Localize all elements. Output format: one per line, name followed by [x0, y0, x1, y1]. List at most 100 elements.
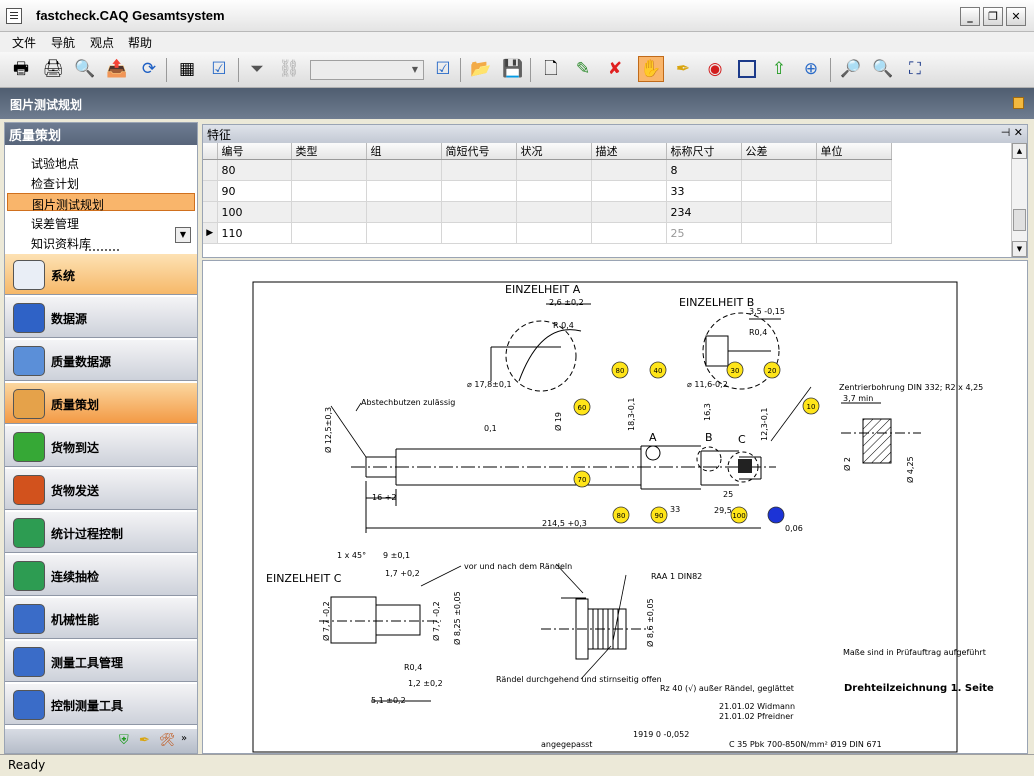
nav-button[interactable]: 连续抽检	[5, 554, 197, 596]
table-cell[interactable]: 25	[666, 222, 742, 244]
inspection-balloon[interactable]: 90	[650, 506, 668, 524]
nav-button[interactable]: 货物到达	[5, 425, 197, 467]
nav-button[interactable]: 质量数据源	[5, 339, 197, 381]
nav-button[interactable]: 统计过程控制	[5, 511, 197, 553]
table-cell[interactable]	[591, 180, 667, 202]
table-cell[interactable]	[291, 159, 367, 181]
nav-button[interactable]: 系统	[5, 253, 197, 295]
table-cell[interactable]	[591, 222, 667, 244]
table-cell[interactable]	[816, 159, 892, 181]
table-cell[interactable]	[441, 201, 517, 223]
table-cell[interactable]	[366, 159, 442, 181]
table-cell[interactable]	[291, 180, 367, 202]
table-cell[interactable]: 110	[217, 222, 292, 244]
table-cell[interactable]	[441, 159, 517, 181]
table-cell[interactable]	[366, 180, 442, 202]
table-cell[interactable]: 33	[666, 180, 742, 202]
current-row-indicator-icon[interactable]: ▶	[203, 222, 218, 244]
table-cell[interactable]	[366, 222, 442, 244]
column-header[interactable]: 类型	[291, 143, 367, 160]
rectangle-select-icon[interactable]	[734, 56, 760, 82]
table-cell[interactable]	[516, 180, 592, 202]
fit-page-icon[interactable]: ⛶	[909, 58, 921, 79]
table-cell[interactable]	[741, 222, 817, 244]
open-folder-icon[interactable]: 📂	[470, 58, 492, 79]
edit-document-icon[interactable]: ✎	[575, 58, 591, 79]
table-cell[interactable]	[516, 201, 592, 223]
chevron-down-icon[interactable]: ▼	[1012, 241, 1027, 257]
nav-button[interactable]: 数据源	[5, 296, 197, 338]
table-cell[interactable]	[516, 159, 592, 181]
column-header[interactable]: 编号	[217, 143, 292, 160]
print-preview-icon[interactable]: 🖨	[42, 58, 64, 79]
technical-drawing[interactable]: EINZELHEIT A EINZELHEIT B EINZELHEIT C Z…	[203, 261, 1028, 754]
row-header[interactable]	[203, 159, 218, 181]
nav-button[interactable]: 机械性能	[5, 597, 197, 639]
column-header[interactable]: 描述	[591, 143, 667, 160]
record-icon[interactable]: ◉	[707, 58, 723, 79]
checklist-icon[interactable]: ☑	[435, 58, 451, 79]
pin-icon[interactable]	[1013, 97, 1024, 109]
table-cell[interactable]	[741, 201, 817, 223]
nav-button[interactable]: 控制测量工具	[5, 683, 197, 725]
table-cell[interactable]: 90	[217, 180, 292, 202]
column-header[interactable]: 状况	[516, 143, 592, 160]
tool-icon[interactable]: 🛠	[159, 733, 176, 748]
menu-view[interactable]: 观点	[90, 36, 115, 50]
maximize-button[interactable]: ❐	[983, 7, 1003, 26]
menu-help[interactable]: 帮助	[128, 36, 153, 50]
row-header[interactable]	[203, 201, 218, 223]
table-cell[interactable]	[366, 201, 442, 223]
minimize-button[interactable]: _	[960, 7, 980, 26]
splitter-grip[interactable]	[85, 249, 119, 253]
table-cell[interactable]	[816, 222, 892, 244]
shield-icon[interactable]: ⛨	[119, 733, 129, 748]
column-header[interactable]: 简短代号	[441, 143, 517, 160]
nav-button[interactable]: 货物发送	[5, 468, 197, 510]
chevron-down-icon[interactable]: »	[181, 733, 188, 744]
move-up-icon[interactable]: ⇧	[771, 58, 787, 79]
drawing-view[interactable]: EINZELHEIT A EINZELHEIT B EINZELHEIT C Z…	[202, 260, 1028, 754]
print-icon[interactable]: 🖶	[12, 58, 30, 79]
sublist-item[interactable]: 知识资料库	[31, 237, 92, 251]
panel-pin-icon[interactable]: ⊣ ✕	[1000, 126, 1023, 139]
menu-navigation[interactable]: 导航	[51, 36, 76, 50]
inspection-balloon[interactable]: 10	[802, 397, 820, 415]
sublist-item[interactable]: 误差管理	[31, 217, 80, 231]
inspection-balloon[interactable]	[767, 506, 785, 524]
inspection-balloon[interactable]: 20	[763, 361, 781, 379]
table-cell[interactable]: 8	[666, 159, 742, 181]
column-header[interactable]: 组	[366, 143, 442, 160]
delete-icon[interactable]: ✘	[607, 58, 623, 79]
table-cell[interactable]: 100	[217, 201, 292, 223]
sublist-item[interactable]: 图片测试规划	[7, 193, 195, 212]
grid-scrollbar[interactable]: ▲ ▼	[1011, 143, 1027, 257]
refresh-icon[interactable]: ⟳	[141, 58, 157, 79]
sublist-item[interactable]: 检查计划	[31, 177, 80, 191]
table-row[interactable]: 90 33	[203, 180, 892, 202]
chevron-down-icon[interactable]: ▼	[175, 227, 191, 243]
scroll-thumb[interactable]	[1013, 209, 1026, 231]
column-header[interactable]: 公差	[741, 143, 817, 160]
close-button[interactable]: ✕	[1006, 7, 1026, 26]
table-cell[interactable]	[441, 180, 517, 202]
column-header[interactable]: 标称尺寸	[666, 143, 742, 160]
zoom-out-icon[interactable]: 🔍	[872, 58, 894, 79]
inspection-balloon[interactable]: 100	[730, 506, 748, 524]
save-icon[interactable]: 💾	[502, 58, 524, 79]
table-cell[interactable]	[591, 201, 667, 223]
zoom-window-icon[interactable]: ⊕	[803, 58, 819, 79]
table-cell[interactable]	[591, 159, 667, 181]
nav-button[interactable]: 测量工具管理	[5, 640, 197, 682]
inspection-balloon[interactable]: 30	[726, 361, 744, 379]
highlighter-icon[interactable]: ✒	[675, 58, 691, 79]
new-document-icon[interactable]: 🗋	[544, 58, 558, 79]
nav-button[interactable]: 质量策划	[5, 382, 197, 424]
chevron-up-icon[interactable]: ▲	[1012, 143, 1027, 159]
table-cell[interactable]: 234	[666, 201, 742, 223]
table-row[interactable]: ▶110 25	[203, 222, 892, 244]
table-cell[interactable]	[741, 180, 817, 202]
column-header[interactable]: 单位	[816, 143, 892, 160]
table-cell[interactable]	[516, 222, 592, 244]
